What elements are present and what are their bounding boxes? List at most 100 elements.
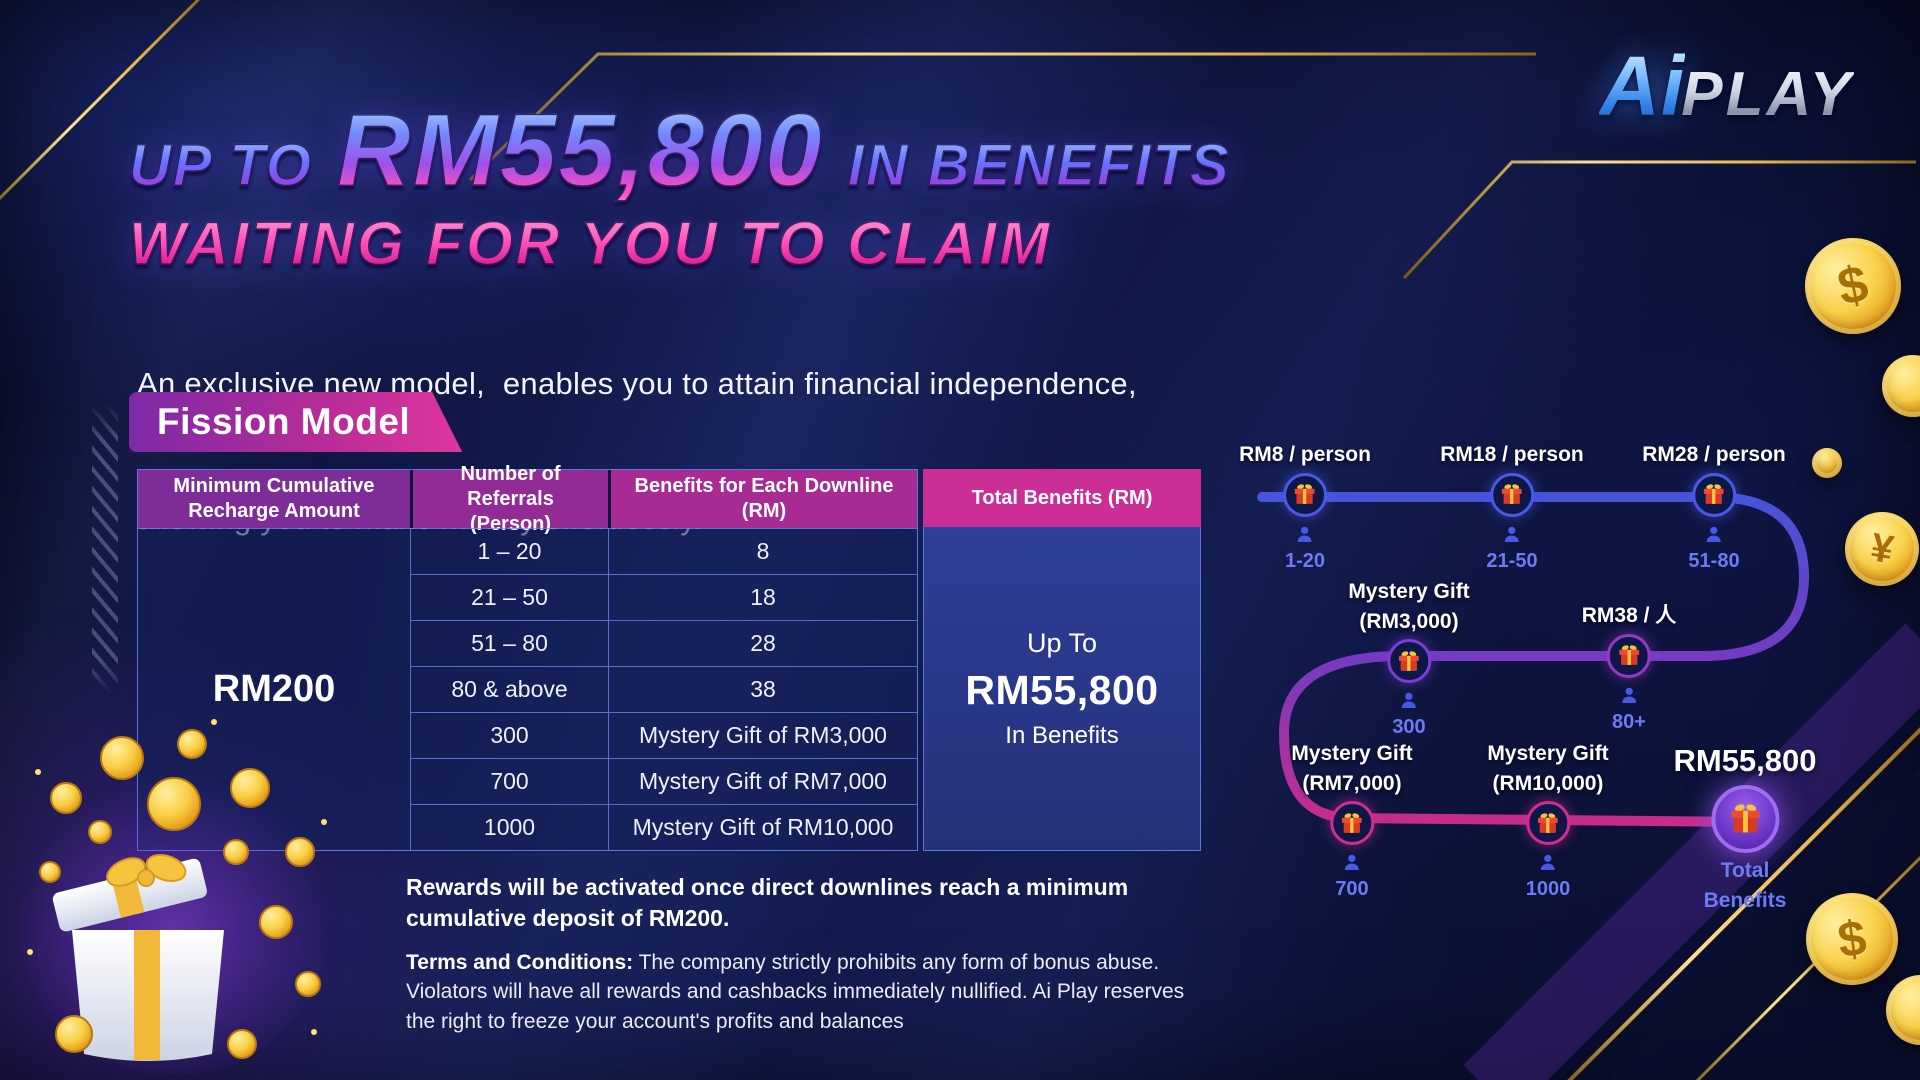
node-count: 51-80	[1688, 549, 1740, 572]
person-icon	[1400, 691, 1419, 710]
terms-label: Terms and Conditions:	[406, 951, 634, 974]
node-label: Mystery Gift	[1291, 742, 1413, 765]
gift-icon	[1617, 643, 1642, 668]
diagram-node-mystery-3000: Mystery Gift (RM3,000) 300	[1348, 580, 1469, 739]
node-count: 1-20	[1284, 549, 1326, 572]
gift-node	[1489, 472, 1534, 517]
total-node-sub2: Benefits	[1703, 888, 1787, 912]
node-label-line2: (RM7,000)	[1302, 771, 1402, 795]
node-count: 1000	[1525, 878, 1571, 901]
node-label: RM8 / person	[1239, 443, 1371, 466]
col-header-referrals: Number of Referrals (Person)	[410, 463, 608, 535]
referrals-cell: 1 – 20	[410, 528, 608, 574]
total-node-amount: RM55,800	[1673, 743, 1817, 778]
col-header-benefits: Benefits for Each Downline (RM)	[608, 470, 917, 528]
logo-play: PLAY	[1681, 60, 1854, 129]
diagram-node-rm18: RM18 / person 21-50	[1440, 443, 1584, 573]
person-icon	[1539, 853, 1558, 872]
gift-icon	[1340, 811, 1365, 836]
referrals-cell: 1000	[410, 804, 608, 850]
logo: Ai PLAY	[1599, 38, 1854, 135]
coin-symbol: ¥	[1867, 524, 1897, 573]
node-count: 21-50	[1486, 549, 1538, 572]
terms-text: The company strictly prohibits any form …	[406, 951, 1185, 1033]
total-benefits-column: Total Benefits (RM) Up To RM55,800 In Be…	[923, 469, 1201, 851]
gift-node-total	[1711, 785, 1779, 853]
node-count: 80+	[1612, 710, 1646, 733]
headline-line1: UP TO RM55,800 IN BENEFITS	[128, 92, 1231, 209]
referrals-cell: 300	[410, 712, 608, 758]
person-icon	[1295, 525, 1314, 544]
gift-icon	[1499, 482, 1524, 507]
gift-node	[1282, 472, 1327, 517]
person-icon	[1502, 525, 1521, 544]
node-label-line2: (RM3,000)	[1359, 609, 1459, 633]
person-icon	[1343, 853, 1362, 872]
total-benefits-cell: Up To RM55,800 In Benefits	[923, 527, 1201, 851]
node-label: RM38 / 人	[1581, 604, 1677, 627]
benefit-cell: 18	[608, 574, 917, 620]
headline-prefix: UP TO	[128, 132, 314, 198]
gift-node	[1330, 801, 1374, 846]
referrals-cell: 700	[410, 758, 608, 804]
headline: UP TO RM55,800 IN BENEFITS WAITING FOR Y…	[128, 92, 1231, 278]
node-count: 300	[1392, 716, 1426, 739]
terms-and-conditions: Terms and Conditions: The company strict…	[406, 948, 1196, 1036]
total-amount: RM55,800	[965, 666, 1159, 713]
fission-model-badge: Fission Model	[129, 392, 462, 452]
coin-icon	[1882, 355, 1920, 417]
benefit-cell: Mystery Gift of RM3,000	[608, 712, 917, 758]
coin-icon: $	[1796, 229, 1910, 343]
coin-symbol: $	[1834, 909, 1870, 969]
referrals-cell: 80 & above	[410, 666, 608, 712]
gift-icon	[1727, 801, 1763, 837]
diagram-node-rm28: RM28 / person 51-80	[1642, 443, 1786, 573]
gift-icon	[1292, 482, 1317, 507]
benefit-cell: 8	[608, 528, 917, 574]
node-label: Mystery Gift	[1487, 742, 1609, 765]
activation-note: Rewards will be activated once direct do…	[406, 874, 1129, 932]
benefit-cell: Mystery Gift of RM10,000	[608, 804, 917, 850]
hatch-decoration	[92, 404, 118, 694]
gift-node	[1387, 639, 1431, 684]
diagram-node-rm8: RM8 / person 1-20	[1239, 443, 1371, 573]
coin-icon	[1886, 975, 1920, 1045]
benefit-cell: Mystery Gift of RM7,000	[608, 758, 917, 804]
referral-flow-diagram: RM8 / person 1-20 RM18 / person 21-50 RM…	[1212, 429, 1872, 964]
benefit-cell: 38	[608, 666, 917, 712]
total-node-sub1: Total	[1720, 859, 1770, 882]
gift-icon	[1701, 482, 1726, 507]
col-header-total: Total Benefits (RM)	[923, 469, 1201, 527]
node-label-line2: (RM10,000)	[1492, 771, 1604, 795]
col-header-recharge: Minimum Cumulative Recharge Amount	[138, 470, 410, 528]
gift-node	[1607, 633, 1651, 678]
total-suffix: In Benefits	[1005, 721, 1119, 749]
coin-symbol: $	[1832, 254, 1874, 318]
logo-ai: Ai	[1599, 39, 1686, 133]
node-count: 700	[1335, 878, 1369, 901]
diagram-node-mystery-10000: Mystery Gift (RM10,000) 1000	[1487, 742, 1608, 901]
headline-line2: WAITING FOR YOU TO CLAIM	[128, 209, 1231, 278]
flow-path	[1257, 492, 1810, 827]
recharge-amount-cell: RM200	[138, 528, 410, 850]
node-label: RM28 / person	[1642, 443, 1786, 466]
total-prefix: Up To	[1026, 627, 1098, 658]
gift-box-illustration	[16, 719, 332, 1075]
benefit-cell: 28	[608, 620, 917, 666]
coin-icon	[1812, 448, 1842, 478]
referrals-cell: 21 – 50	[410, 574, 608, 620]
headline-amount: RM55,800	[336, 92, 824, 207]
gift-node	[1691, 472, 1736, 517]
gift-icon	[1536, 811, 1561, 836]
node-label: Mystery Gift	[1348, 580, 1470, 603]
diagram-node-mystery-7000: Mystery Gift (RM7,000) 700	[1291, 742, 1412, 901]
node-label: RM18 / person	[1440, 443, 1584, 466]
gift-node	[1526, 801, 1570, 846]
diagram-node-rm38: RM38 / 人 80+	[1582, 604, 1677, 734]
headline-suffix: IN BENEFITS	[847, 132, 1231, 198]
diagram-node-total-benefits: RM55,800 Total Benefits	[1673, 743, 1816, 912]
referrals-cell: 51 – 80	[410, 620, 608, 666]
person-icon	[1620, 686, 1639, 705]
gift-icon	[1397, 649, 1422, 674]
